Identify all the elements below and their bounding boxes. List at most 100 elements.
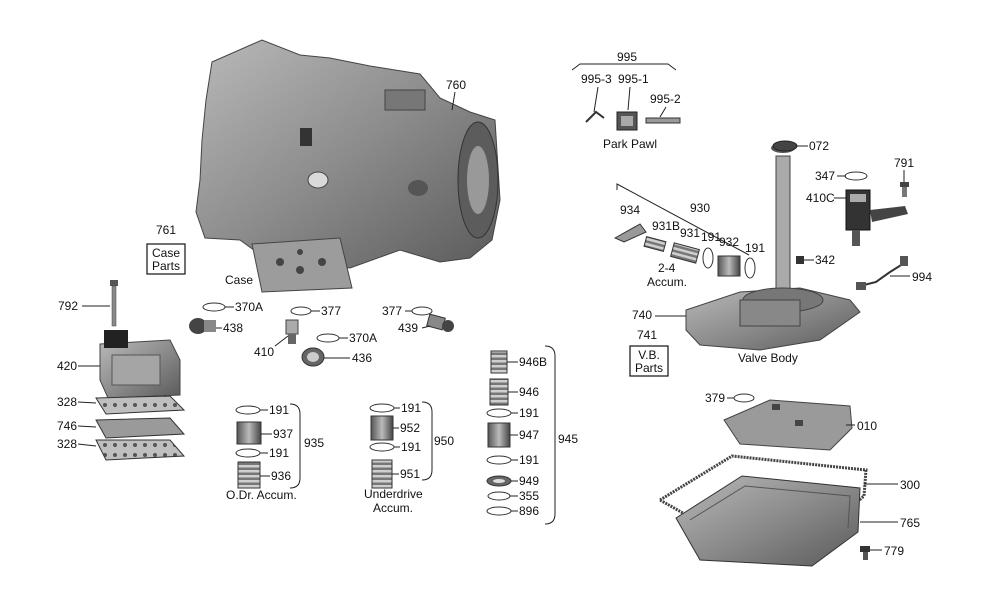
label-946: 946 xyxy=(519,385,539,399)
vb-parts-line1: V.B. xyxy=(638,348,660,362)
bolt-792-image xyxy=(110,280,118,327)
leader-439 xyxy=(421,325,431,329)
label-ud-191-top: 191 xyxy=(401,401,421,415)
gasket-328-bottom-image xyxy=(95,439,186,461)
spring-931-image xyxy=(670,242,700,264)
plate-934-image xyxy=(613,223,647,243)
transmission-case-image xyxy=(195,39,501,293)
label-951: 951 xyxy=(400,467,420,481)
label-950: 950 xyxy=(434,434,454,448)
sensor-410c-image xyxy=(845,189,908,246)
washer-072-image xyxy=(772,140,798,152)
oring-377-1-image xyxy=(290,306,312,316)
label-995-2: 995-2 xyxy=(650,92,681,106)
label-931: 931 xyxy=(680,226,700,240)
label-410: 410 xyxy=(254,345,274,359)
leader-328-bottom xyxy=(77,443,97,447)
od-accumulator-group: 191 937 191 936 935 O.Dr. Accum. xyxy=(226,403,324,502)
gasket-300-image xyxy=(657,454,868,538)
case-parts-box xyxy=(146,243,186,275)
ud-accum-title-2: Accum. xyxy=(373,501,413,515)
label-936: 936 xyxy=(271,469,291,483)
valve-body-image xyxy=(685,143,861,351)
label-952: 952 xyxy=(400,421,420,435)
label-935: 935 xyxy=(304,436,324,450)
label-995: 995 xyxy=(617,50,637,64)
park-pawl-group: 995 995-3 995-1 995-2 Park Pawl xyxy=(571,50,681,151)
solenoid-pack-420-image xyxy=(99,330,181,399)
group-945: 946B 946 191 947 191 949 355 896 945 xyxy=(486,345,578,525)
oring-370a-1-image xyxy=(202,302,226,312)
oring-347-image xyxy=(844,171,868,181)
case-parts-line2: Parts xyxy=(152,259,180,273)
oring-191-vb-1-image xyxy=(702,247,714,269)
ball-342-image xyxy=(796,256,804,264)
leader-746 xyxy=(77,425,97,428)
bolt-791-image xyxy=(900,182,909,197)
label-761: 761 xyxy=(156,223,176,237)
label-741: 741 xyxy=(637,328,657,342)
label-930: 930 xyxy=(690,201,710,215)
oil-pan-765-image xyxy=(675,475,861,567)
oring-370a-2-image xyxy=(316,333,340,343)
label-377-1: 377 xyxy=(321,304,341,318)
label-od-191-top: 191 xyxy=(269,403,289,417)
oring-191-vb-2-image xyxy=(744,257,756,279)
label-945-191-bottom: 191 xyxy=(519,453,539,467)
label-342: 342 xyxy=(815,253,835,267)
label-410c: 410C xyxy=(806,191,835,205)
sensor-438-image xyxy=(189,318,216,334)
label-779: 779 xyxy=(884,544,904,558)
piston-932-image xyxy=(717,255,741,277)
oring-377-2-image xyxy=(411,306,433,316)
label-760: 760 xyxy=(446,78,466,92)
label-010: 010 xyxy=(857,419,877,433)
leader-760 xyxy=(451,91,456,111)
label-od-191-bottom: 191 xyxy=(269,446,289,460)
label-792: 792 xyxy=(58,299,78,313)
label-370a-1: 370A xyxy=(235,300,263,314)
label-valve-body: Valve Body xyxy=(738,351,798,365)
label-945: 945 xyxy=(558,432,578,446)
label-746: 746 xyxy=(57,419,77,433)
sensor-410-image xyxy=(285,319,299,344)
gasket-328-top-image xyxy=(95,395,186,415)
label-995-1: 995-1 xyxy=(618,72,649,86)
label-994: 994 xyxy=(912,270,932,284)
leader-410 xyxy=(274,335,289,347)
label-937: 937 xyxy=(273,427,293,441)
label-191-vb-2: 191 xyxy=(745,241,765,255)
vb-parts-box xyxy=(629,345,669,377)
label-377-2: 377 xyxy=(382,304,402,318)
label-436: 436 xyxy=(352,351,372,365)
plate-746-image xyxy=(95,417,186,439)
oring-379-image xyxy=(733,393,755,403)
label-949: 949 xyxy=(519,474,539,488)
label-765: 765 xyxy=(900,516,920,530)
label-946b: 946B xyxy=(519,355,547,369)
accum-24-line2: Accum. xyxy=(647,275,687,289)
underdrive-accumulator-group: 191 952 191 951 950 Underdrive Accum. xyxy=(364,401,454,515)
label-439: 439 xyxy=(398,321,418,335)
label-791: 791 xyxy=(894,156,914,170)
bracket-930 xyxy=(616,183,750,256)
label-945-191-top: 191 xyxy=(519,406,539,420)
label-932: 932 xyxy=(719,235,739,249)
filter-010-image xyxy=(723,399,853,451)
label-355: 355 xyxy=(519,489,539,503)
label-park-pawl: Park Pawl xyxy=(603,137,657,151)
sensor-439-image xyxy=(426,313,454,332)
label-896: 896 xyxy=(519,504,539,518)
label-379: 379 xyxy=(705,391,725,405)
label-328-top: 328 xyxy=(57,395,77,409)
accum-24-line1: 2-4 xyxy=(658,261,676,275)
label-420: 420 xyxy=(57,359,77,373)
case-parts-line1: Case xyxy=(152,246,180,260)
label-072: 072 xyxy=(809,139,829,153)
harness-994-image xyxy=(856,256,908,290)
label-ud-191-bottom: 191 xyxy=(401,440,421,454)
od-accum-title: O.Dr. Accum. xyxy=(226,488,297,502)
label-931b: 931B xyxy=(652,219,680,233)
label-347: 347 xyxy=(815,169,835,183)
